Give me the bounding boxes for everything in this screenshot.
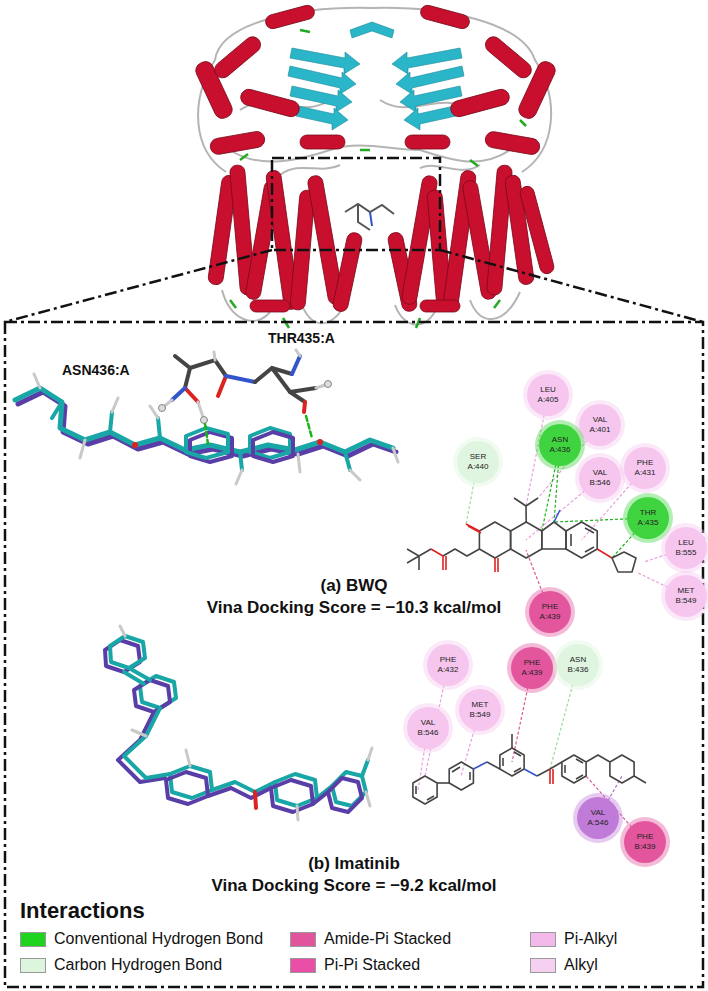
residues-3d-a bbox=[159, 350, 332, 444]
residue-name: ASN A:436 bbox=[544, 435, 576, 455]
residue-circle: PHE A:439 bbox=[511, 647, 553, 689]
residue-circle: PHE A:439 bbox=[529, 591, 571, 633]
residue-circle: PHE A:432 bbox=[427, 644, 469, 686]
residue-name: VAL A:546 bbox=[582, 808, 614, 828]
pocket-ligand bbox=[345, 204, 394, 230]
residue-circle: THR A:435 bbox=[627, 497, 669, 539]
residue-name: VAL B:546 bbox=[584, 468, 616, 488]
residue-circle: ASN B:436 bbox=[557, 644, 599, 686]
zoom-frame bbox=[5, 158, 703, 987]
residue-circle: VAL B:546 bbox=[579, 457, 621, 499]
legend-label: Alkyl bbox=[564, 956, 598, 974]
turns bbox=[230, 30, 526, 328]
legend-entry: Pi-Alkyl bbox=[530, 930, 617, 948]
residue-name: ASN B:436 bbox=[562, 655, 594, 675]
docking-score: Vina Docking Score = −9.2 kcal/mol bbox=[211, 876, 496, 896]
legend-label: Conventional Hydrogen Bond bbox=[54, 930, 263, 948]
legend-entry: Amide-Pi Stacked bbox=[290, 930, 451, 948]
residue-circle: PHE B:439 bbox=[624, 821, 666, 863]
legend-label: Pi-Pi Stacked bbox=[324, 956, 420, 974]
legend-swatch bbox=[530, 932, 556, 947]
legend-entry: Alkyl bbox=[530, 956, 598, 974]
residue-name: VAL A:401 bbox=[584, 415, 616, 435]
residue-circle: VAL A:546 bbox=[577, 797, 619, 839]
legend-entry: Conventional Hydrogen Bond bbox=[20, 930, 263, 948]
interaction-lines-b bbox=[418, 665, 645, 842]
residue-name: SER A:440 bbox=[462, 452, 494, 472]
residue-circle: VAL B:546 bbox=[407, 707, 449, 749]
panel-caption: (a) BWQ bbox=[320, 576, 387, 596]
residue-circle: MET B:549 bbox=[459, 689, 501, 731]
protein-loops bbox=[198, 8, 551, 325]
legend-swatch bbox=[290, 932, 316, 947]
residue-name: LEU B:555 bbox=[670, 538, 702, 558]
residue-name: MET B:549 bbox=[670, 586, 702, 606]
residue-circle: LEU A:405 bbox=[527, 374, 569, 416]
ligand-3d-b bbox=[105, 626, 372, 820]
residue-name: PHE A:432 bbox=[432, 655, 464, 675]
residue-name: VAL B:546 bbox=[412, 718, 444, 738]
residue-circle: MET B:549 bbox=[665, 575, 707, 617]
residue-circle: LEU B:555 bbox=[665, 527, 707, 569]
legend-swatch bbox=[20, 932, 46, 947]
legend-swatch bbox=[20, 958, 46, 973]
legend-label: Amide-Pi Stacked bbox=[324, 930, 451, 948]
docking-score: Vina Docking Score = −10.3 kcal/mol bbox=[207, 598, 502, 618]
residue-circle: PHE A:431 bbox=[624, 447, 666, 489]
ligand-3d-a bbox=[15, 374, 398, 484]
residue-label: THR435:A bbox=[268, 330, 335, 346]
residue-name: PHE A:439 bbox=[516, 658, 548, 678]
legend-label: Pi-Alkyl bbox=[564, 930, 617, 948]
residue-name: THR A:435 bbox=[632, 508, 664, 528]
residue-name: MET B:549 bbox=[464, 700, 496, 720]
residue-name: PHE B:439 bbox=[629, 832, 661, 852]
residue-label: ASN436:A bbox=[62, 362, 130, 378]
ligand-2d-b bbox=[413, 734, 646, 804]
legend-swatch bbox=[290, 958, 316, 973]
legend-label: Carbon Hydrogen Bond bbox=[54, 956, 222, 974]
beta-sheets bbox=[288, 22, 464, 130]
ligand-2d-a bbox=[407, 498, 636, 572]
panel-caption: (b) Imatinib bbox=[308, 854, 400, 874]
alpha-helices bbox=[193, 4, 558, 313]
residue-name: PHE A:431 bbox=[629, 458, 661, 478]
residue-circle: ASN A:436 bbox=[539, 424, 581, 466]
interaction-lines-a bbox=[466, 395, 686, 612]
legend-swatch bbox=[530, 958, 556, 973]
residue-circle: SER A:440 bbox=[457, 441, 499, 483]
legend-title: Interactions bbox=[20, 898, 145, 924]
residue-name: PHE A:439 bbox=[534, 602, 566, 622]
legend-entry: Carbon Hydrogen Bond bbox=[20, 956, 222, 974]
legend-entry: Pi-Pi Stacked bbox=[290, 956, 420, 974]
residue-circle: VAL A:401 bbox=[579, 404, 621, 446]
residue-name: LEU A:405 bbox=[532, 385, 564, 405]
